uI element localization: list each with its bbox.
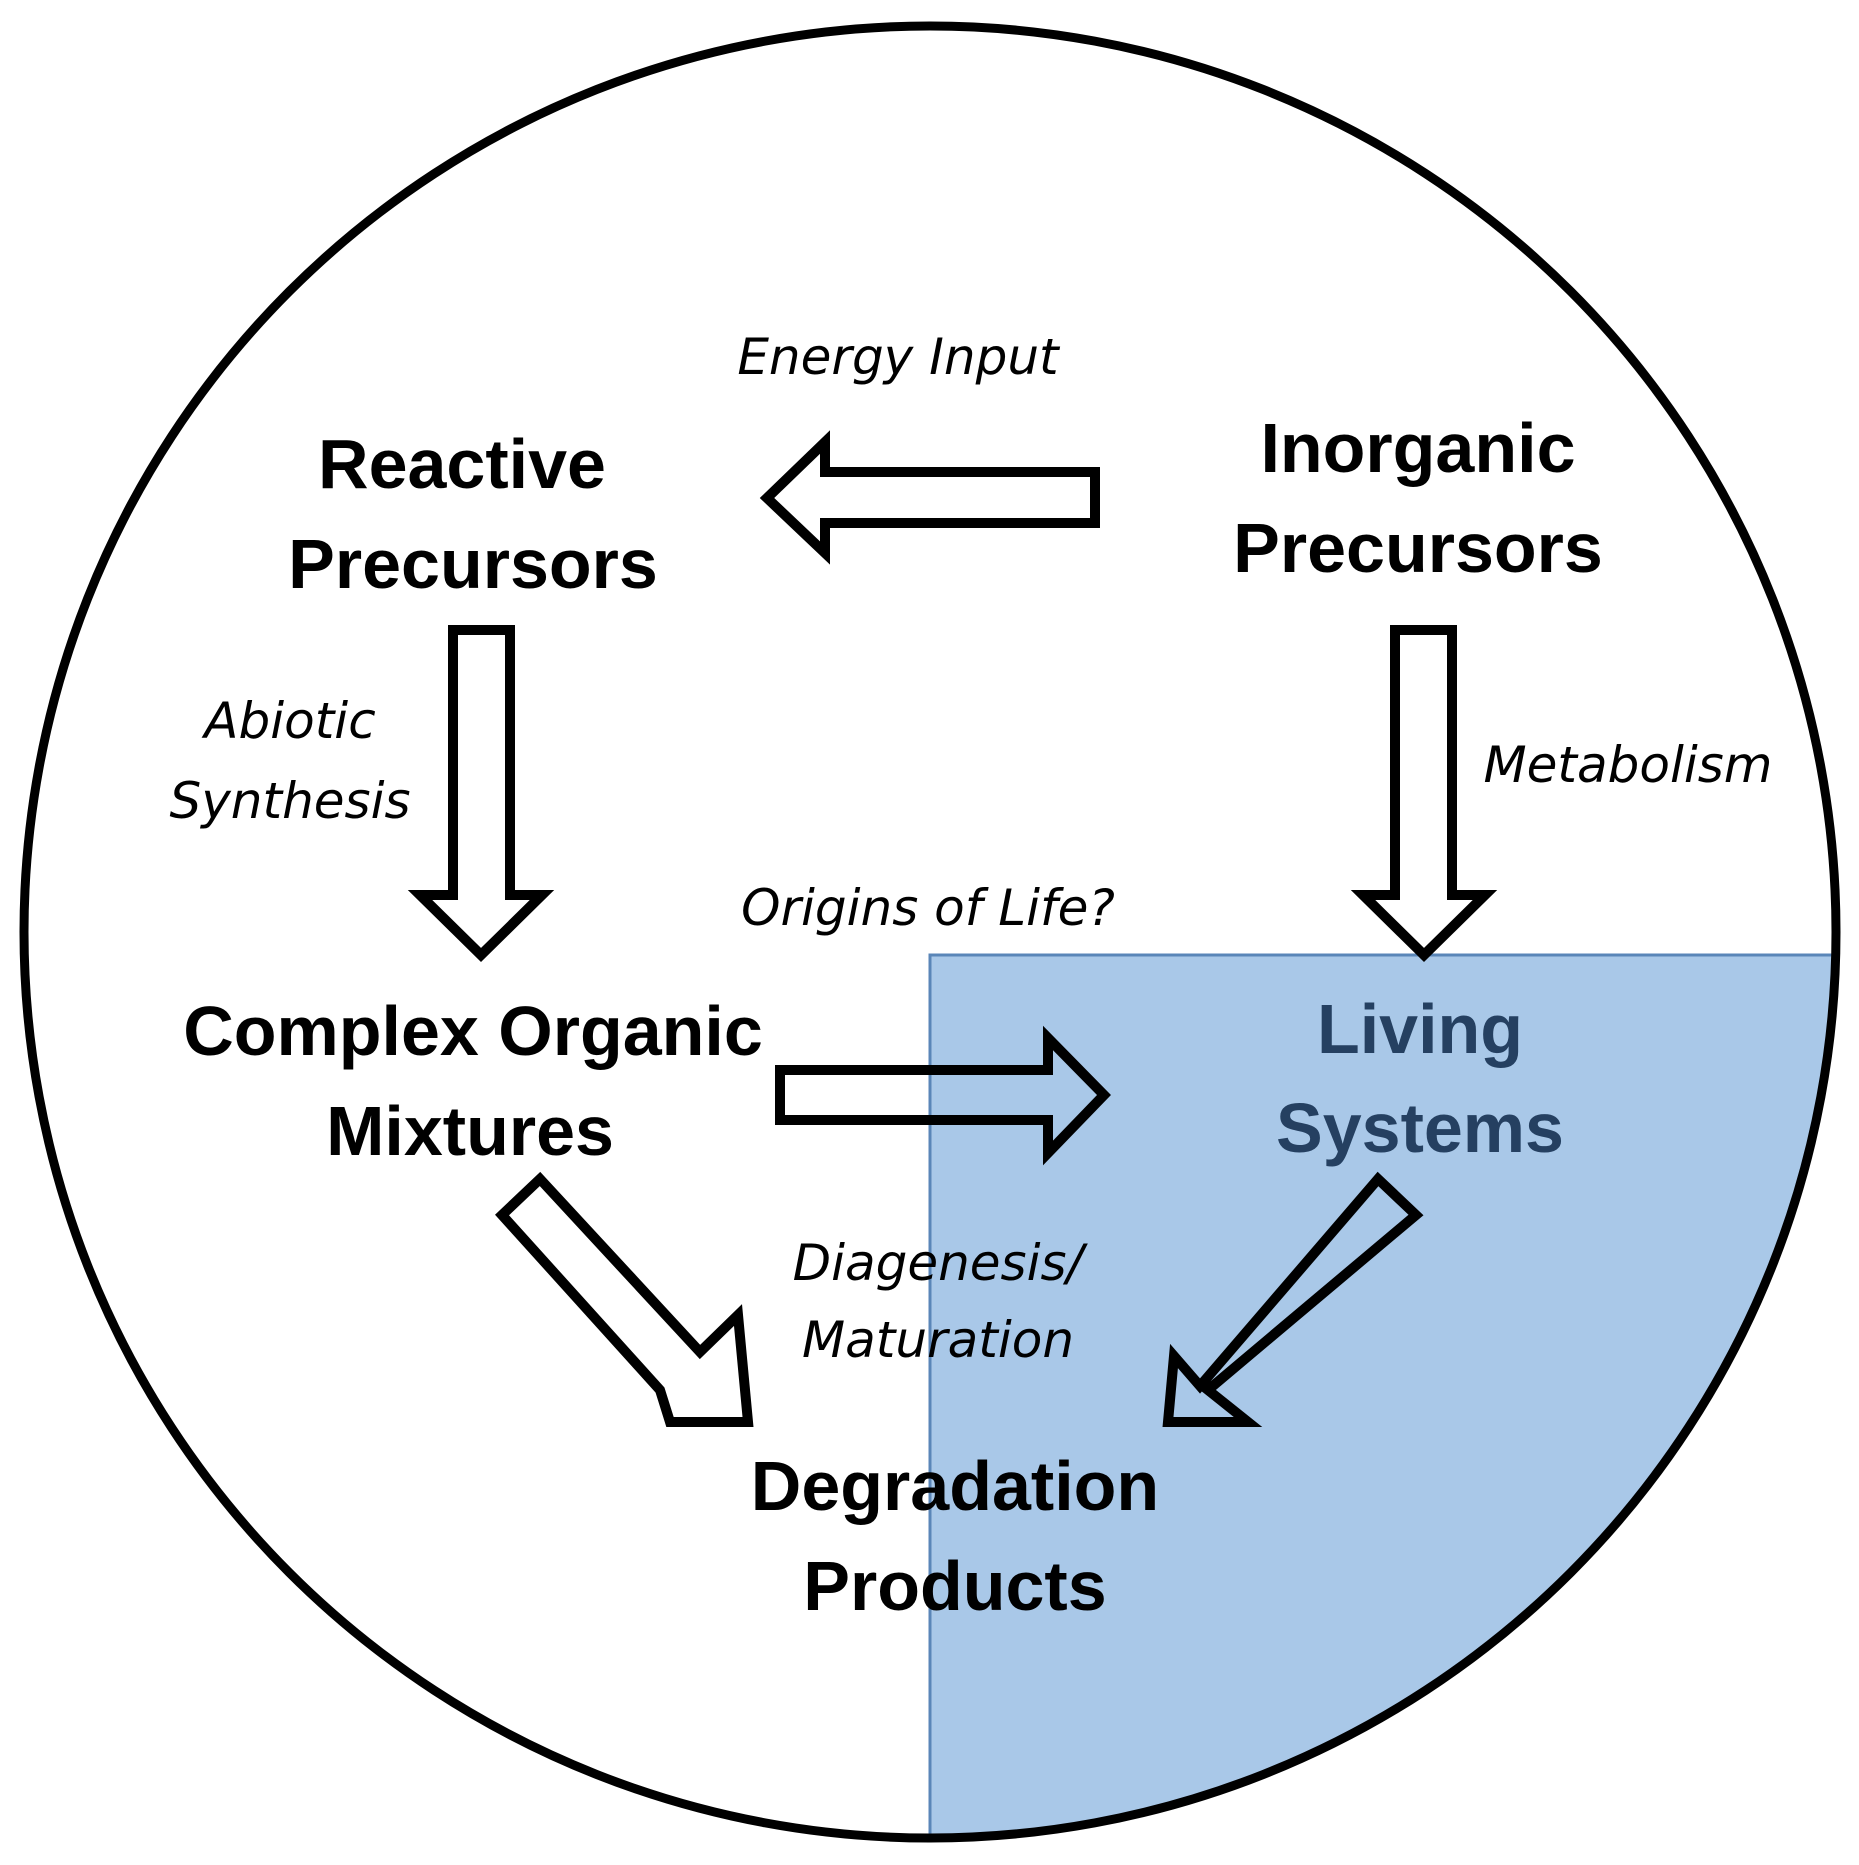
degradation-products-label-line1: Degradation [751, 1447, 1159, 1525]
living-systems-label-line1: Living [1317, 990, 1523, 1068]
complex-organic-mixtures-label-line1: Complex Organic [183, 992, 763, 1070]
living-systems-label-line2: Systems [1276, 1089, 1564, 1167]
abiotic-synthesis-label-line2: Synthesis [169, 772, 410, 830]
organic-degradation-arrow [495, 1171, 754, 1427]
reactive-precursors-label-line2: Precursors [288, 525, 658, 603]
energy-input-label: Energy Input [737, 328, 1061, 386]
boundary-circle [19, 21, 1841, 1843]
complex-organic-mixtures-label-line2: Mixtures [326, 1092, 614, 1170]
living-degradation-arrow [1162, 1171, 1424, 1427]
diagenesis-maturation-label-line1: Diagenesis/ [793, 1234, 1089, 1292]
inorganic-precursors-label-line1: Inorganic [1260, 409, 1575, 487]
abiotic-synthesis-arrow [407, 625, 555, 963]
origins-of-life-label: Origins of Life? [741, 879, 1115, 937]
energy-input-arrow [759, 430, 1100, 565]
origins-of-life-arrow [775, 1025, 1111, 1166]
abiotic-synthesis-label-line1: Abiotic [201, 692, 375, 750]
degradation-products-label-line2: Products [803, 1547, 1106, 1625]
reactive-precursors-label-line1: Reactive [318, 425, 606, 503]
inorganic-precursors-label-line2: Precursors [1233, 509, 1603, 587]
diagenesis-maturation-label-line2: Maturation [802, 1311, 1074, 1369]
metabolism-label: Metabolism [1483, 736, 1772, 794]
metabolism-arrow [1350, 625, 1498, 963]
